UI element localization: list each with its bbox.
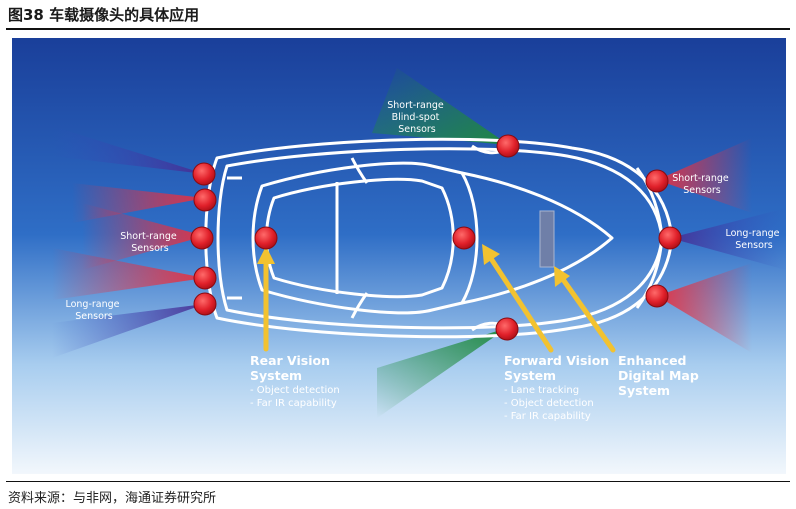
system-labels: Rear Vision System - Object detection - … [250, 353, 703, 422]
sensor-dot [193, 266, 217, 290]
sensor-dots [190, 134, 682, 341]
sensor-dot [658, 226, 682, 250]
digital-map-title: Enhanced Digital Map System [618, 353, 703, 398]
label-left-long: Long-range Sensors [65, 299, 122, 322]
sensor-dot [254, 226, 278, 250]
sensor-dot [452, 226, 476, 250]
source-divider [6, 481, 790, 482]
source-note: 资料来源：与非网，海通证券研究所 [8, 491, 217, 506]
sensor-dot [495, 317, 519, 341]
rear-vision-title: Rear Vision System [250, 353, 334, 383]
forward-vision-title: Forward Vision System [504, 353, 614, 383]
label-right-short: Short-range Sensors [672, 173, 732, 196]
label-right-long: Long-range Sensors [725, 228, 782, 251]
sensor-dot [645, 284, 669, 308]
sensor-dot [190, 226, 214, 250]
title-divider [6, 28, 790, 30]
figure-title: 图38 车载摄像头的具体应用 [8, 6, 200, 24]
sensor-dot [496, 134, 520, 158]
sensor-labels: Short-range Blind-spot Sensors Short-ran… [65, 100, 782, 322]
label-left-short: Short-range Sensors [120, 231, 180, 254]
sensor-dot [193, 292, 217, 316]
sensor-dot [193, 188, 217, 212]
label-blind-spot: Short-range Blind-spot Sensors [387, 100, 447, 135]
pointer-arrows [257, 244, 616, 353]
blind-spot-beams [372, 68, 509, 418]
rear-vision-items: - Object detection - Far IR capability [250, 385, 343, 409]
forward-vision-items: - Lane tracking - Object detection - Far… [504, 385, 597, 422]
left-sensor-beams [52, 126, 205, 358]
right-sensor-beams [657, 138, 786, 353]
digital-map-unit [539, 210, 555, 268]
sensor-dot [192, 162, 216, 186]
vehicle-sensor-diagram: Short-range Blind-spot Sensors Short-ran… [12, 38, 786, 474]
sensor-dot [645, 169, 669, 193]
